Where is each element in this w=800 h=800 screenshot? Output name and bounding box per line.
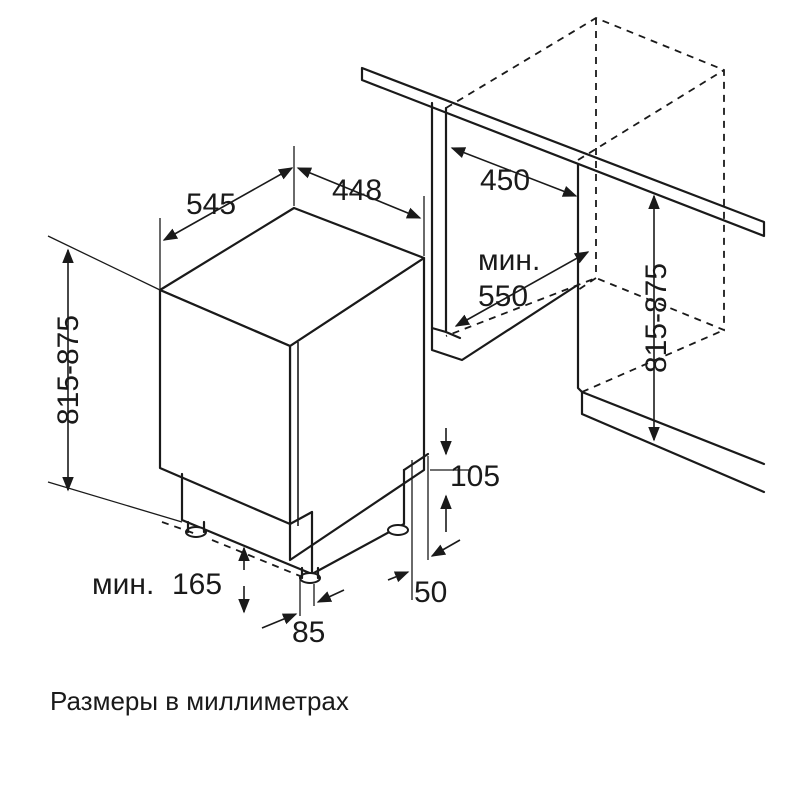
width-label: 448 [332, 174, 382, 207]
niche-depth-label: 450 [480, 164, 530, 197]
dishwasher-body [158, 206, 430, 584]
feet-setback-label: 85 [292, 616, 325, 649]
units-caption: Размеры в миллиметрах [50, 686, 349, 716]
niche-width-min-label: мин. [478, 244, 540, 277]
plinth-height-label: 105 [450, 460, 500, 493]
min-door-label: мин. [92, 568, 154, 601]
plinth-offset-label: 50 [414, 576, 447, 609]
niche-height-label: 815-875 [640, 263, 673, 373]
niche-width-value: 550 [478, 280, 528, 313]
min-door-value: 165 [172, 568, 222, 601]
cabinet-niche [360, 16, 766, 494]
dimension-lines [47, 146, 660, 629]
depth-label: 545 [186, 188, 236, 221]
height-label-left: 815-875 [52, 315, 85, 425]
